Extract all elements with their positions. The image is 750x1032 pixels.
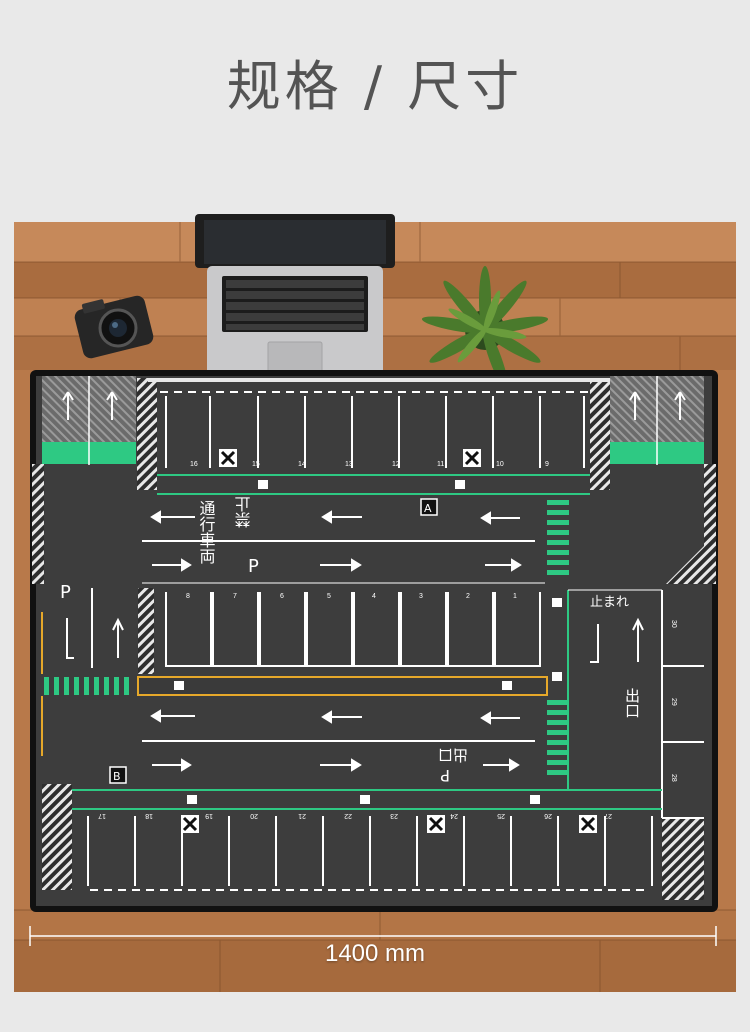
zone-b-marker: B (109, 766, 127, 784)
bay-number: 6 (280, 593, 284, 600)
dimension-line (29, 926, 717, 946)
bay-number: 16 (190, 461, 198, 468)
page-title: 规格 / 尺寸 (226, 55, 524, 118)
bay-number: 3 (419, 593, 423, 600)
svg-text:A: A (424, 502, 432, 515)
footer (0, 992, 750, 1032)
zone-a-marker: A (420, 498, 438, 516)
bay-number: 21 (298, 812, 306, 819)
vertical-road-text: 禁止 (235, 496, 254, 528)
stop-text: 止まれ (590, 595, 629, 610)
bay-number: 28 (670, 774, 677, 782)
bay-number: 15 (252, 461, 260, 468)
bay-number: 17 (98, 812, 106, 819)
bay-number: 23 (390, 812, 398, 819)
bay-number: 13 (345, 461, 353, 468)
no-parking-icon (181, 815, 199, 833)
bay-number: 20 (250, 812, 258, 819)
exit-text-rotated: 出口 (438, 746, 468, 764)
bay-number: 27 (604, 812, 612, 819)
no-parking-icon (427, 815, 445, 833)
bay-number: 14 (298, 461, 306, 468)
no-parking-icon (219, 449, 237, 467)
bay-number: 18 (145, 812, 153, 819)
accessible-icon (502, 681, 512, 690)
accessible-icon (552, 598, 562, 607)
accessible-icon (258, 480, 268, 489)
dimension-label: 1400 mm (324, 940, 426, 967)
bay-number: 1 (513, 593, 517, 600)
bottom-parking-numbers: 17 18 19 20 21 22 23 24 25 26 27 (98, 812, 612, 819)
header: 规格 / 尺寸 (0, 0, 750, 220)
bay-number: 5 (327, 593, 331, 600)
parking-mat: 16 15 14 13 12 11 10 9 A B (30, 370, 718, 912)
middle-parking-numbers: 8 7 6 5 4 3 2 1 (186, 593, 517, 600)
bay-number: 26 (544, 812, 552, 819)
bay-number: 9 (545, 461, 549, 468)
bay-number: 19 (205, 812, 213, 819)
bay-number: 4 (372, 593, 376, 600)
accessible-icon (360, 795, 370, 804)
accessible-icon (187, 795, 197, 804)
camera-icon (74, 295, 154, 359)
parking-letter: P (440, 766, 450, 785)
right-parking-numbers: 30 29 28 (670, 620, 677, 782)
laptop-icon (195, 214, 395, 384)
bay-number: 12 (392, 461, 400, 468)
bay-number: 10 (496, 461, 504, 468)
parking-letter: P (60, 582, 71, 603)
bay-number: 11 (437, 461, 444, 468)
bay-number: 24 (450, 812, 458, 819)
plant-icon (421, 266, 549, 391)
bay-number: 30 (670, 620, 677, 628)
accessible-icon (530, 795, 540, 804)
top-parking-numbers: 16 15 14 13 12 11 10 9 (190, 461, 549, 468)
accessible-icon (552, 672, 562, 681)
pedestrian-crossing (44, 500, 569, 775)
no-parking-icon (463, 449, 481, 467)
svg-text:B: B (113, 770, 121, 783)
bay-number: 2 (466, 593, 470, 600)
bay-number: 7 (233, 593, 237, 600)
accessible-icon (174, 681, 184, 690)
no-parking-icon (579, 815, 597, 833)
bay-number: 25 (497, 812, 505, 819)
exit-text: 出口 (623, 688, 641, 718)
bay-number: 8 (186, 593, 190, 600)
accessible-icon (455, 480, 465, 489)
bay-number: 29 (670, 698, 677, 706)
vertical-road-text: 通行車両 (197, 500, 216, 565)
bay-number: 22 (344, 812, 352, 819)
parking-letter: P (248, 556, 259, 577)
